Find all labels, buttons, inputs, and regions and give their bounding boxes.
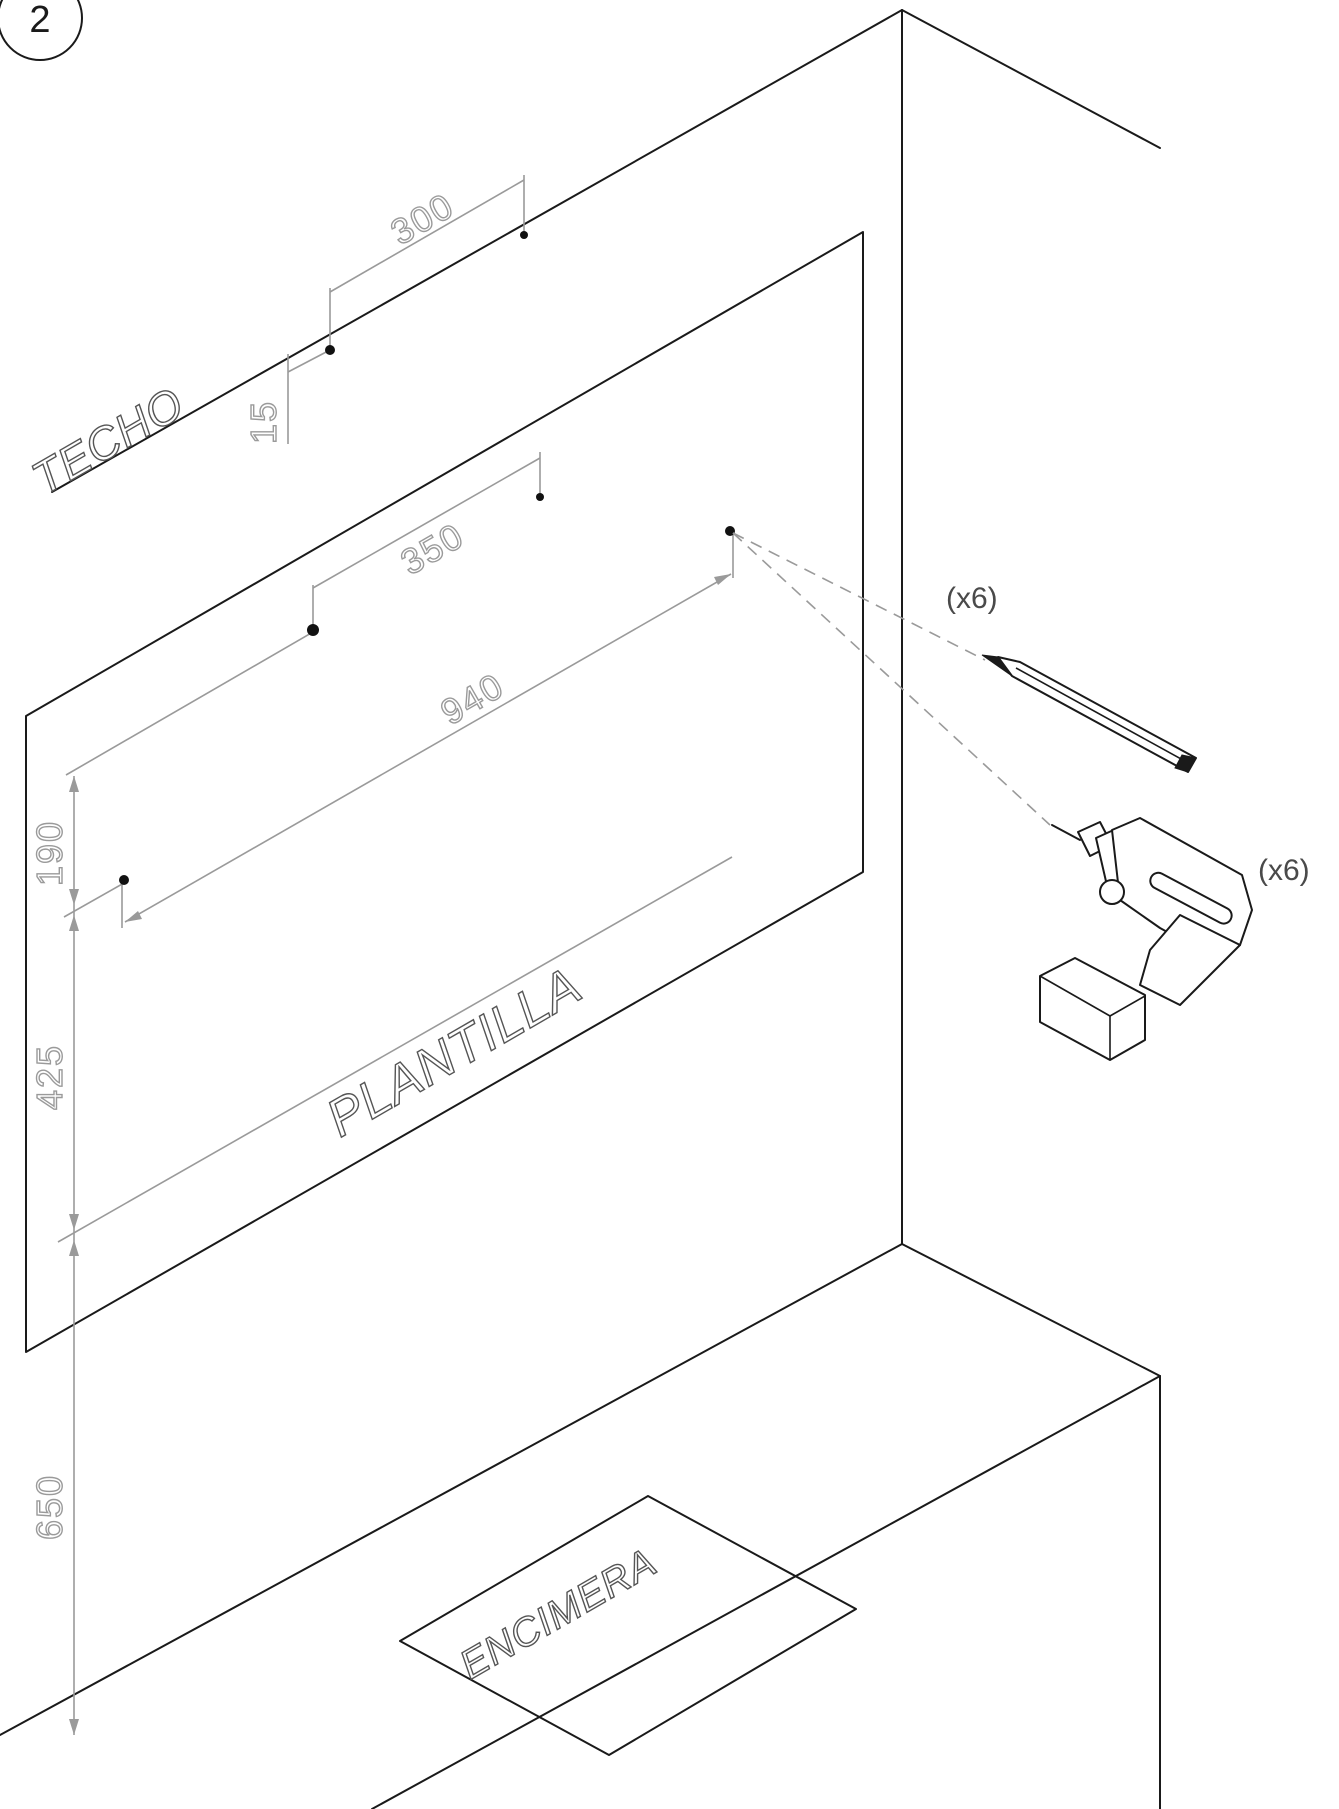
drill-icon: [1039, 817, 1253, 1061]
hole-right: [725, 526, 735, 536]
dim-650: 650: [29, 1474, 70, 1540]
hole-mid-left: [307, 624, 319, 636]
drill-qty: (x6): [1258, 854, 1310, 887]
hole-ceiling-right: [520, 231, 528, 239]
dim-190: 190: [29, 820, 70, 886]
template-sheet: [25, 231, 864, 1353]
pencil-qty: (x6): [946, 582, 998, 615]
drill-holes: [119, 231, 735, 885]
cooktop-outline: [399, 1495, 857, 1756]
hole-mid-right: [536, 493, 544, 501]
step-badge: 2: [0, 0, 83, 61]
label-ceiling: TECHO: [23, 377, 193, 505]
wall-structure: [0, 9, 1161, 1809]
step-badge-circle: [0, 0, 83, 61]
dimension-lines: [57, 175, 734, 1735]
hole-ceiling-left: [325, 345, 335, 355]
pencil-icon: [981, 654, 1197, 773]
dim-300: 300: [384, 184, 462, 253]
dim-425: 425: [29, 1044, 70, 1110]
step-number: 2: [29, 0, 50, 41]
dim-15: 15: [243, 400, 284, 444]
hole-left: [119, 875, 129, 885]
dim-350: 350: [394, 514, 472, 583]
